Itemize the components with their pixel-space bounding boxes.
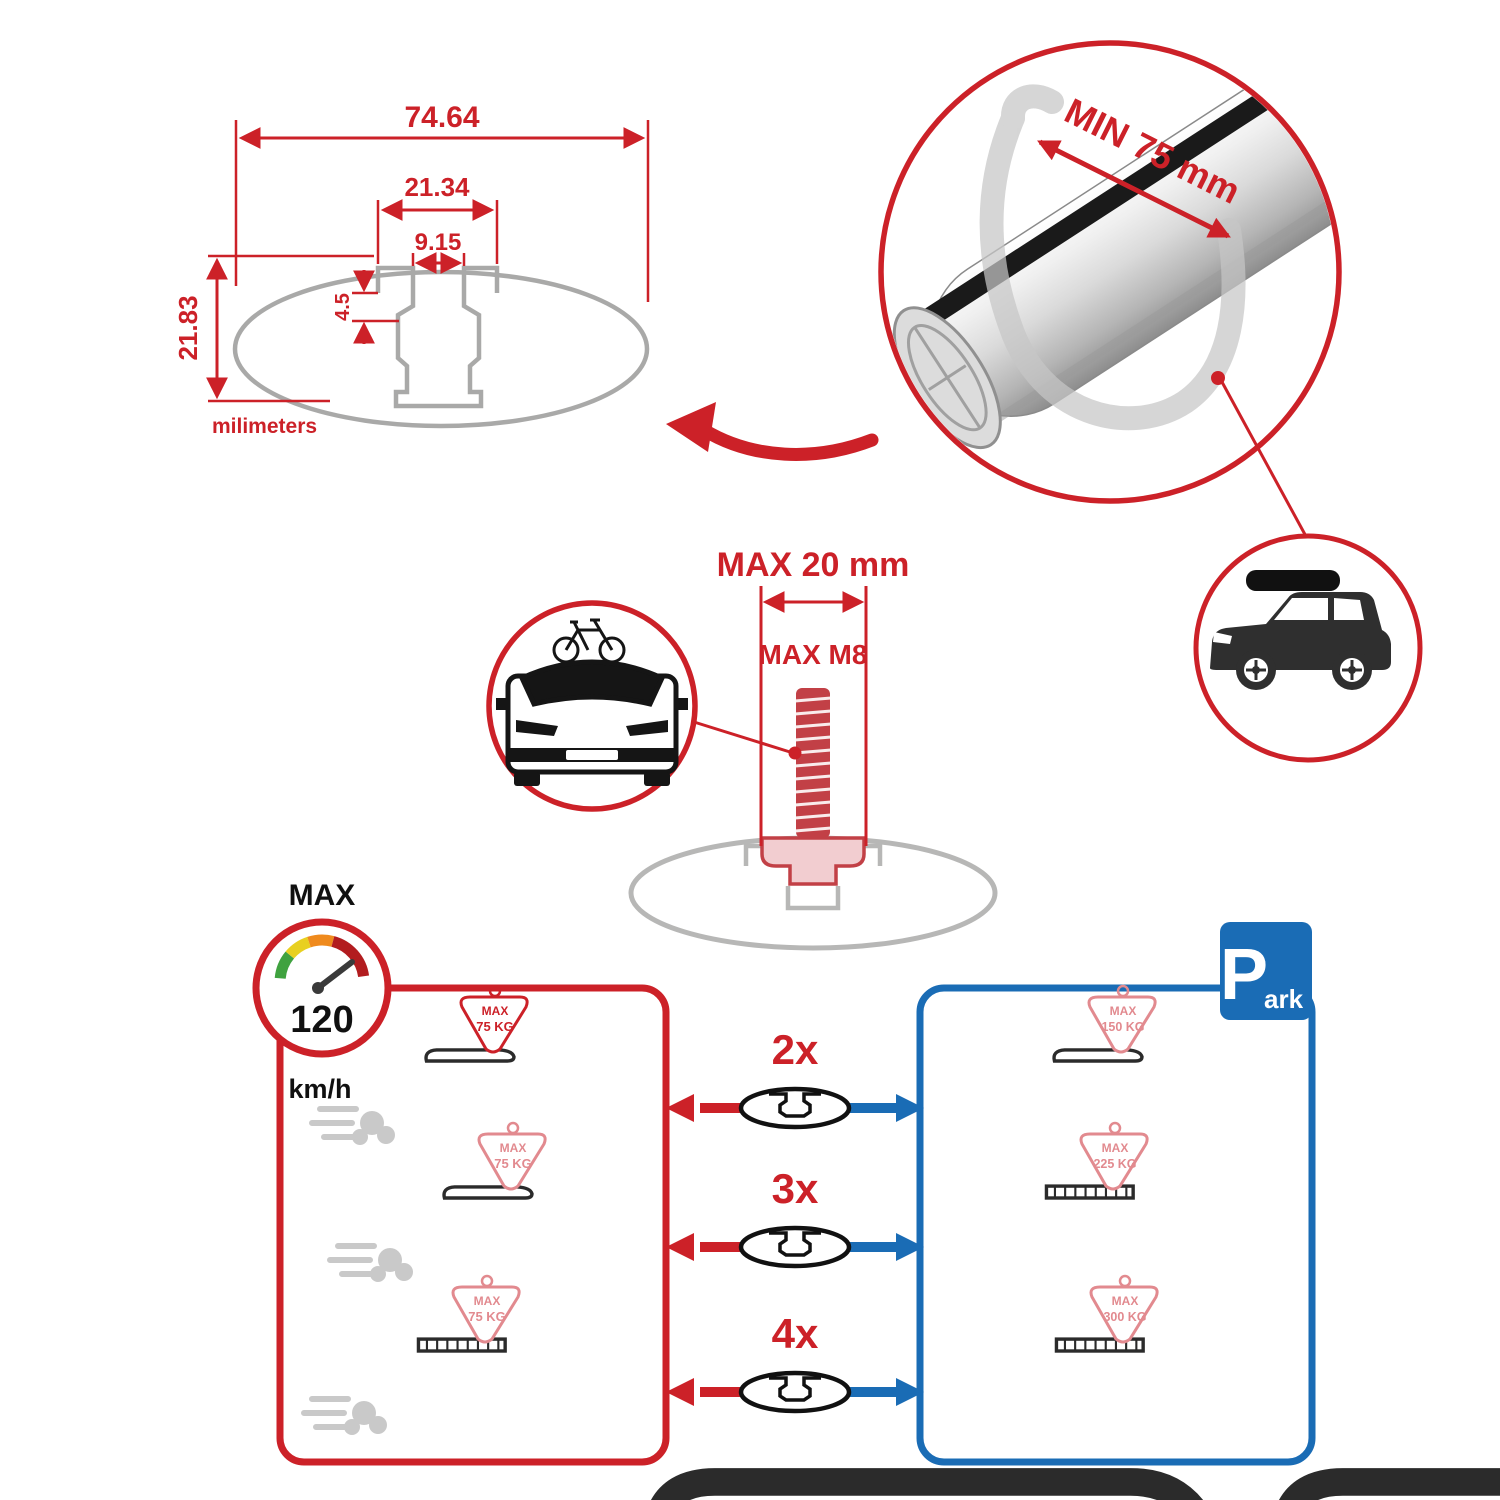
parked-car-row2 [1044,1184,1135,1200]
speed-limit-badge: MAX 120 km/h [252,879,392,1104]
park-sign-letter: P [1220,935,1268,1015]
exhaust-smoke-row3 [301,1396,387,1435]
speed-max-label: MAX [289,879,356,912]
load-comparison-row-3: 4x [666,1310,924,1414]
roof-basket [416,1337,507,1353]
svg-text:MAX: MAX [482,1004,509,1018]
roof-box [1052,1048,1144,1063]
roof-box [442,1185,534,1200]
dim-lip-height: 4.5 [332,293,354,321]
crossbar-section-icon [738,1225,852,1269]
crossbar-count: 2x [772,1026,819,1073]
load-flag-parked-2: MAX 225 KG [1079,1121,1149,1191]
crossbar-detail-circle: MIN 75 mm [878,40,1342,541]
bolt-leader-line [693,720,791,754]
bolt-anchor-dot [788,746,802,760]
left-mirror [496,698,508,710]
svg-text:75 KG: 75 KG [476,1019,514,1034]
crossbar-count: 3x [772,1165,819,1212]
load-flag-parked-3: MAX 300 KG [1089,1274,1159,1344]
svg-text:MAX: MAX [1102,1141,1129,1155]
svg-text:75 KG: 75 KG [468,1309,506,1324]
roofbox-car-circle [1193,533,1423,763]
clamp-ghost [979,84,1246,431]
dim-total-height: 21.83 [173,295,203,360]
exhaust-smoke-row2 [327,1243,413,1282]
svg-text:75 KG: 75 KG [494,1156,532,1171]
svg-text:MAX: MAX [474,1294,501,1308]
crossbar-count: 4x [772,1310,819,1357]
driving-panel [276,984,670,1466]
dim-slot-width: 9.15 [415,229,462,256]
load-flag-driving-2: MAX 75 KG [477,1121,547,1191]
right-mirror [676,698,688,710]
driving-car-row3 [416,1337,507,1353]
park-sign: P ark [1220,922,1312,1020]
dim-total-width: 74.64 [404,101,479,134]
bar-cross-section-ellipse [232,269,650,429]
suv-silhouette [1210,570,1391,690]
parking-panel [916,984,1316,1466]
bolt-diagram: MAX 20 mm MAX M8 [628,546,998,951]
load-comparison-row-1: 2x [666,1026,924,1130]
detail-circle-ring [878,40,1342,504]
speedometer-needle [315,959,355,991]
load-comparison-row-2: 3x [666,1165,924,1269]
license-plate [566,750,618,760]
detail-to-profile-arrow [666,402,879,461]
unit-label: milimeters [212,415,317,438]
bolt-dimensions [759,586,868,846]
speedometer-gauge [274,934,370,980]
t-slot-profile [375,265,500,409]
svg-text:MAX: MAX [500,1141,527,1155]
car-front-view [496,618,688,786]
right-headlight [626,720,668,736]
profile-dimension-diagram: 74.64 21.34 9.15 4.5 21.83 milimeters [173,101,650,438]
roof-box [1246,570,1340,591]
parked-car-row3 [1054,1337,1145,1353]
load-flag-driving-1: MAX 75 KG [459,984,529,1054]
svg-text:MAX: MAX [1110,1004,1137,1018]
roof-basket [1054,1337,1145,1353]
dimension-lines [206,127,646,400]
bolt-max-width-label: MAX 20 mm [717,546,910,584]
dim-channel-width: 21.34 [404,172,470,202]
t-slot-nut [760,836,866,886]
windshield [518,659,666,707]
min-span-arrow [1037,139,1231,239]
svg-text:300 KG: 300 KG [1103,1310,1146,1324]
bolt-max-thread-label: MAX M8 [759,639,868,670]
dimension-extension-lines [208,120,650,403]
left-headlight [516,720,558,736]
exhaust-smoke-row1 [309,1106,395,1145]
clamp-anchor-dot [1211,371,1225,385]
leader-line [1220,381,1310,541]
speed-unit: km/h [288,1074,351,1104]
svg-text:150 KG: 150 KG [1101,1020,1144,1034]
crossbar-section-icon [738,1086,852,1130]
roof-box [424,1048,516,1063]
load-flag-parked-1: MAX 150 KG [1087,984,1157,1054]
crossbar-section-icon [738,1370,852,1414]
svg-text:MAX: MAX [1112,1294,1139,1308]
speed-value: 120 [290,999,353,1041]
bike-car-circle [486,600,698,812]
svg-text:225 KG: 225 KG [1093,1157,1136,1171]
ghost-slot [743,843,883,911]
load-flag-driving-3: MAX 75 KG [451,1274,521,1344]
park-sign-suffix: ark [1264,984,1304,1014]
roof-basket [1044,1184,1135,1200]
